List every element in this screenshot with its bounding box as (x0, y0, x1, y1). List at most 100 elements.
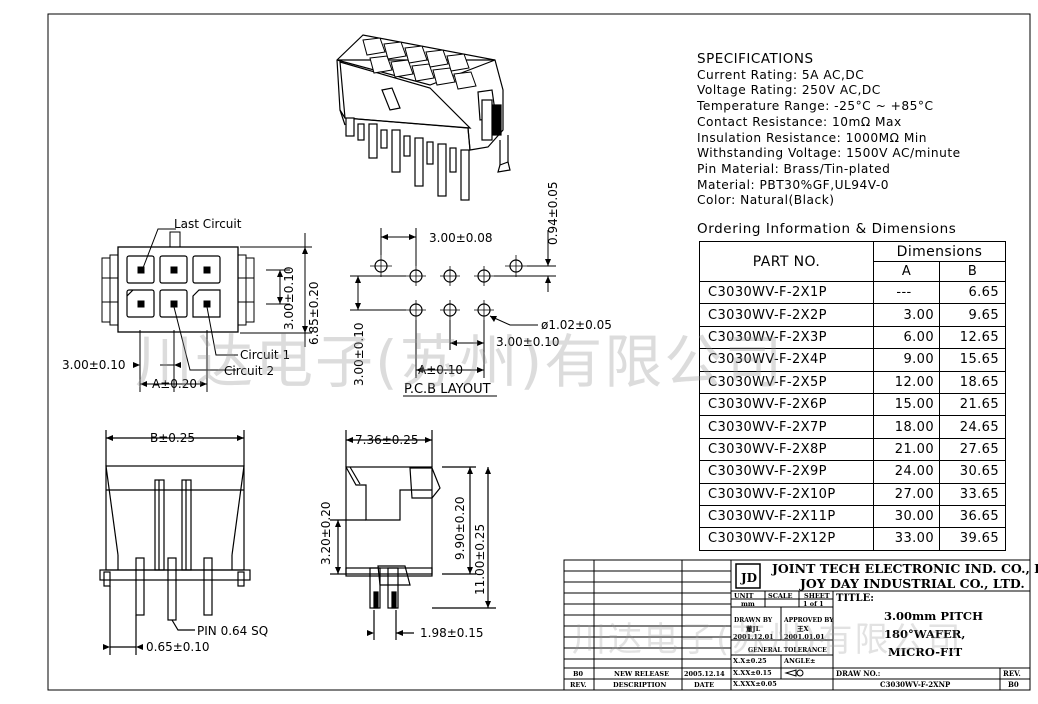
side-view (330, 430, 496, 640)
label-circuit-2: Circuit 2 (224, 364, 274, 378)
cell-dim-b: 33.65 (939, 482, 1006, 506)
label-last-circuit: Last Circuit (174, 217, 242, 231)
tolerance-label: GENERAL TOLERANCE (748, 647, 827, 654)
cell-dim-b: 18.65 (939, 370, 1006, 394)
ordering-title: Ordering Information & Dimensions (697, 221, 957, 237)
title-line-2: 180°WAFER, (884, 627, 965, 641)
dim-pcb-a: A±0.10 (418, 363, 463, 377)
tolerance-2: X.XX±0.15 (733, 669, 772, 677)
cell-dim-a: 12.00 (873, 370, 940, 394)
company-logo: JD (740, 571, 757, 585)
cell-part-no: C3030WV-F-2X10P (699, 482, 874, 506)
spec-title: SPECIFICATIONS (697, 51, 814, 67)
cell-dim-a: 3.00 (873, 303, 940, 327)
approved-by-label: APPROVED BY (783, 617, 834, 624)
title-label: TITLE: (836, 593, 874, 604)
dim-front-a: A±0.20 (152, 377, 197, 391)
tolerance-3: X.XXX±0.05 (733, 680, 777, 688)
cell-part-no: C3030WV-F-2X7P (699, 415, 874, 439)
dim-front-pitch: 3.00±0.10 (62, 358, 126, 372)
title-block (563, 559, 1031, 691)
cell-part-no: C3030WV-F-2X2P (699, 303, 874, 327)
bottom-view-arrows (103, 435, 244, 650)
dim-side-1100: 11.00±0.25 (473, 524, 487, 595)
header-b: B (939, 261, 1006, 282)
isometric-view (336, 34, 511, 201)
dim-pin-offset: 0.65±0.10 (146, 640, 210, 654)
approved-date: 2001.01.01 (784, 633, 825, 641)
pcb-layout (350, 228, 556, 397)
spec-line: Current Rating: 5A AC,DC (697, 67, 865, 82)
cell-part-no: C3030WV-F-2X3P (699, 325, 874, 350)
cell-dim-a: 30.00 (873, 504, 940, 529)
angle-label: ANGLE± (783, 657, 816, 665)
pcb-layout-title: P.C.B LAYOUT (404, 382, 491, 397)
label-circuit-1: Circuit 1 (240, 348, 290, 362)
draw-no: C3030WV-F-2XNP (880, 680, 951, 689)
cell-part-no: C3030WV-F-2X1P (699, 280, 874, 305)
cell-dim-b: 9.65 (939, 303, 1006, 327)
cell-dim-b: 15.65 (939, 348, 1006, 372)
sheet-border (47, 13, 1031, 691)
cell-dim-a: 6.00 (873, 325, 940, 350)
dim-front-height: 6.85±0.20 (307, 282, 321, 346)
drawn-by-name: 董JL (746, 624, 761, 633)
cell-dim-a: 18.00 (873, 415, 940, 439)
side-view-arrows (335, 437, 491, 636)
bottom-view (99, 430, 251, 655)
dim-pcb-top: 3.00±0.08 (429, 231, 493, 245)
cell-dim-b: 39.65 (939, 527, 1006, 551)
cell-dim-a: 21.00 (873, 437, 940, 462)
unit-label: UNIT (734, 592, 754, 600)
dim-pcb-hole: ø1.02±0.05 (541, 318, 612, 332)
specifications: SPECIFICATIONS Current Rating: 5A AC,DC … (697, 51, 961, 209)
header-a: A (873, 261, 940, 282)
footer-description: DESCRIPTION (613, 681, 666, 689)
cell-dim-b: 27.65 (939, 437, 1006, 462)
ordering-table: PART NO. Dimensions A B C3030WV-F-2X1P--… (699, 241, 1006, 551)
company-name-alt: JOY DAY INDUSTRIAL CO., LTD. (799, 576, 1025, 591)
cell-part-no: C3030WV-F-2X5P (699, 370, 874, 394)
title-line-1: 3.00mm PITCH (884, 609, 983, 623)
cell-dim-a: 15.00 (873, 392, 940, 417)
table-row: C3030WV-F-2X1P---6.65 (699, 280, 1006, 305)
cell-dim-b: 36.65 (939, 504, 1006, 529)
rev-value: B0 (1008, 680, 1019, 689)
cell-dim-a: 24.00 (873, 460, 940, 484)
cell-dim-a: 33.00 (873, 527, 940, 551)
dim-side-width: 7.36±0.25 (355, 433, 419, 447)
cell-dim-b: 6.65 (939, 280, 1006, 305)
dim-pcb-bottom: 3.00±0.10 (496, 335, 560, 349)
cell-dim-b: 24.65 (939, 415, 1006, 439)
draw-no-label: DRAW NO.: (836, 669, 880, 678)
spec-line: Withstanding Voltage: 1500V AC/minute (697, 146, 961, 161)
tolerance-1: X.X±0.25 (733, 657, 767, 665)
header-part-no: PART NO. (699, 241, 874, 282)
spec-line: Color: Natural(Black) (697, 193, 835, 208)
spec-line: Voltage Rating: 250V AC,DC (697, 83, 881, 98)
cell-part-no: C3030WV-F-2X12P (699, 527, 874, 551)
header-dimensions: Dimensions (873, 241, 1006, 262)
dim-pcb-right: 0.94±0.05 (546, 182, 560, 246)
spec-line: Contact Resistance: 10mΩ Max (697, 114, 902, 129)
revision-date: 2005.12.14 (684, 670, 725, 678)
revision-description: NEW RELEASE (614, 670, 669, 678)
drawn-by-label: DRAWN BY (734, 617, 773, 624)
rev-label: REV. (1003, 669, 1021, 678)
company-name-en: JOINT TECH ELECTRONIC IND. CO., LTD. (771, 561, 1038, 576)
cell-dim-a: 27.00 (873, 482, 940, 506)
dim-bottom-b: B±0.25 (150, 431, 195, 445)
pcb-arrows (355, 234, 551, 373)
spec-line: Pin Material: Brass/Tin-plated (697, 161, 891, 176)
revision-rev: B0 (573, 670, 583, 678)
cell-part-no: C3030WV-F-2X8P (699, 437, 874, 462)
cell-dim-a: 9.00 (873, 348, 940, 372)
